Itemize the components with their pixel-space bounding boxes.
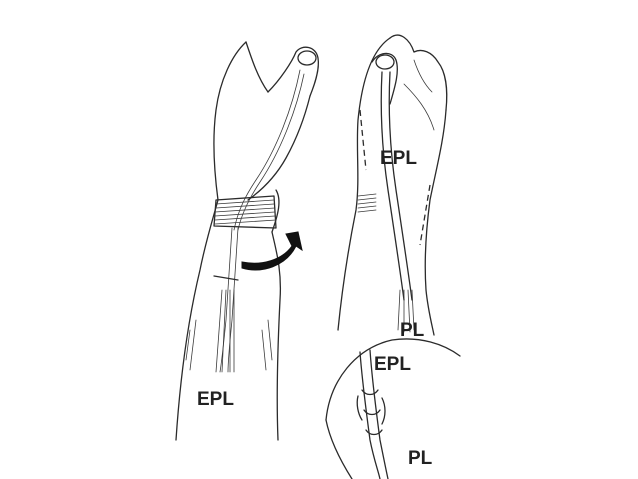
label-inset-pl: PL: [408, 448, 433, 469]
label-inset-epl: EPL: [374, 354, 411, 375]
label-left-epl: EPL: [197, 389, 234, 410]
right-forearm-illustration: [337, 34, 448, 336]
bandage-wrap: [213, 195, 277, 229]
left-forearm-illustration: [175, 41, 320, 441]
inset-magnified-view: [325, 338, 461, 479]
rotation-arrow-icon: [241, 231, 303, 271]
label-right-epl: EPL: [380, 148, 417, 169]
label-right-pl: PL: [400, 320, 425, 341]
